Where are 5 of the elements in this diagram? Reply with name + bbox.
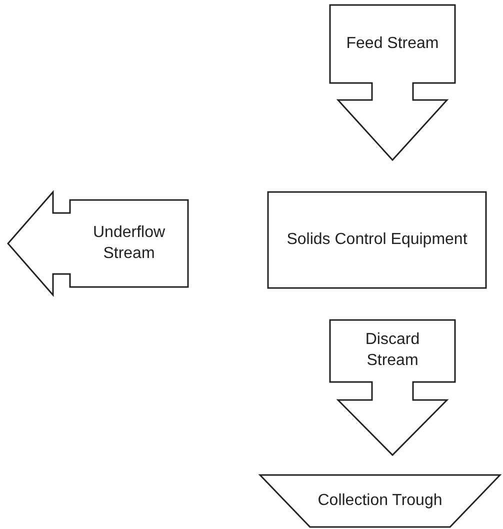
node-label: Feed Stream	[346, 34, 439, 54]
node-label: Discard Stream	[364, 330, 421, 371]
node-label: Underflow Stream	[92, 222, 166, 264]
node-label: Collection Trough	[318, 490, 442, 511]
node-label: Solids Control Equipment	[286, 230, 468, 250]
